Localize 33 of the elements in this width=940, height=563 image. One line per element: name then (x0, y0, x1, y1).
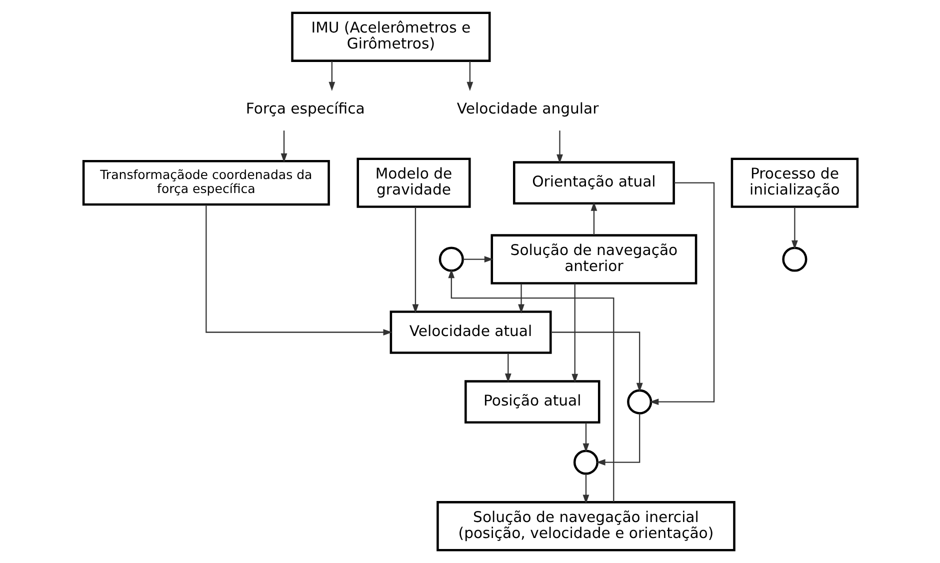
arrow (571, 283, 578, 383)
node-box: Processo de inicialização (730, 158, 858, 208)
node-box: Solução de navegação anterior (490, 234, 697, 284)
arrow (649, 182, 714, 406)
node-box: Orientação atual (512, 161, 674, 204)
arrow (205, 204, 392, 336)
node-box: Modelo de gravidade (356, 158, 470, 208)
node-text: Velocidade angular (456, 100, 598, 118)
arrow (582, 474, 589, 504)
node-box: Posição atual (464, 380, 600, 424)
node-circle (572, 450, 598, 475)
arrow (550, 332, 642, 392)
node-circle (438, 246, 464, 272)
node-box: IMU (Acelerômetros e Girômetros) (290, 12, 490, 62)
arrow (412, 206, 418, 314)
arrow (448, 268, 614, 502)
arrow (280, 130, 287, 163)
arrow (518, 284, 524, 314)
node-box: Velocidade atual (389, 310, 552, 354)
arrow (582, 422, 589, 452)
arrow (466, 61, 473, 92)
arrow (791, 207, 798, 250)
node-text: Força específica (245, 100, 364, 118)
arrow (556, 130, 562, 164)
arrow (504, 353, 511, 383)
arrow (596, 413, 640, 466)
node-box: Solução de navegação inercial (posição, velocidade e orientação) (436, 501, 735, 552)
node-circle (782, 246, 807, 272)
node-circle (626, 389, 652, 414)
node-box: Transformaçãode coordenadas da força específica (82, 160, 330, 206)
arrow (462, 256, 494, 262)
arrow (328, 61, 335, 92)
arrow (590, 202, 597, 236)
